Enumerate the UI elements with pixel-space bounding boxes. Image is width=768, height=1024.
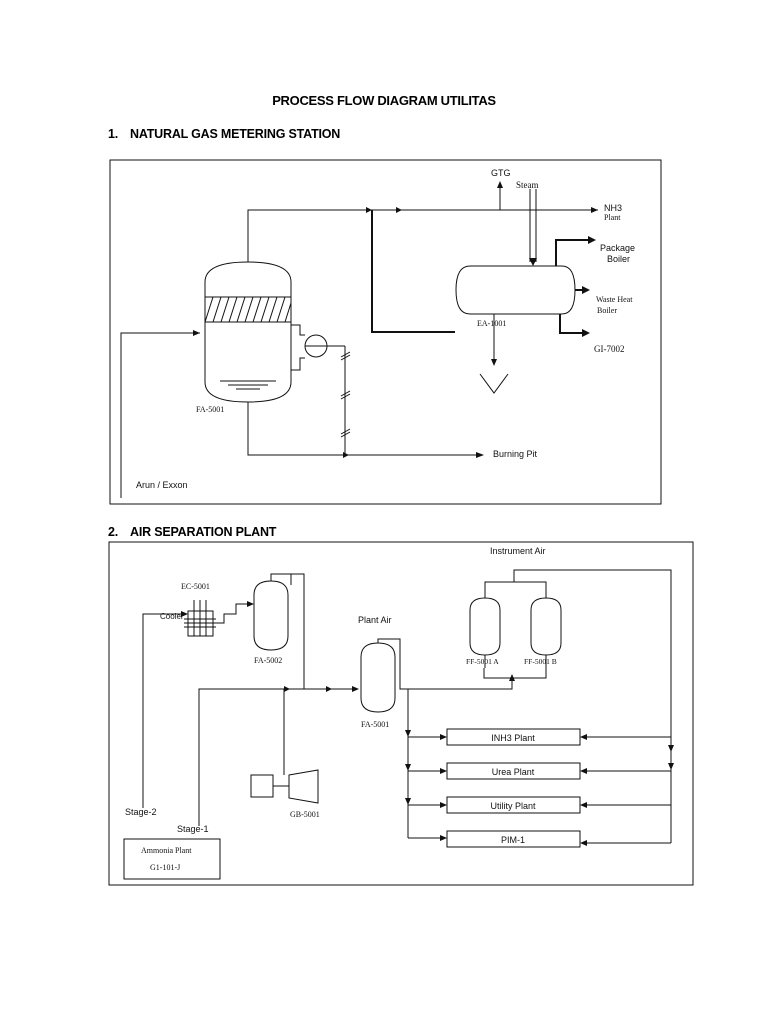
- package-boiler-label-1: Package: [600, 243, 635, 253]
- burning-pit-label: Burning Pit: [493, 449, 538, 459]
- nh3-plant-label-1: NH3: [604, 203, 622, 213]
- destination-utility-plant: Utility Plant: [408, 796, 671, 814]
- gi7002-line: [559, 314, 582, 334]
- waste-heat-label-1: Waste Heat: [596, 295, 633, 304]
- diagram-frame: [109, 159, 662, 505]
- instrument-air-label: Instrument Air: [490, 546, 546, 556]
- package-boiler-label-2: Boiler: [607, 254, 630, 264]
- waste-heat-label-2: Boiler: [597, 306, 617, 315]
- valve-marks: [340, 351, 351, 438]
- steam-label: Steam: [516, 180, 539, 190]
- gi7002-label: GI-7002: [594, 344, 625, 354]
- motor-box: [250, 774, 274, 798]
- gtg-label: GTG: [491, 168, 511, 178]
- ea1001-label: EA-1001: [477, 319, 506, 328]
- stage1-label: Stage-1: [177, 824, 209, 834]
- vessel-fa5001: [360, 638, 401, 713]
- arrow-head: [193, 330, 200, 336]
- drum-ea1001: [455, 265, 576, 315]
- section-heading-air-separation: 2. AIR SEPARATION PLANT: [108, 525, 276, 539]
- cooler-outlet-line: [213, 603, 249, 624]
- fa5002-label: FA-5002: [254, 656, 282, 665]
- burning-pit-line: [247, 402, 478, 456]
- dryer-ff5001a: [469, 597, 501, 668]
- ammonia-plant-tag: G1-101-J: [150, 863, 180, 872]
- fa5001-label: FA-5001: [361, 720, 389, 729]
- section-title: NATURAL GAS METERING STATION: [130, 127, 341, 141]
- destination-inh3-plant: INH3 Plant: [408, 728, 671, 746]
- ff5001b-label: FF-5001 B: [524, 657, 557, 666]
- source-label: Arun / Exxon: [136, 480, 188, 490]
- stage2-line: [142, 613, 182, 808]
- natural-gas-metering-diagram: FA-5001 EA-1001 GTG Steam N: [109, 159, 662, 505]
- separator-fa5001: [204, 261, 292, 403]
- plant-air-label: Plant Air: [358, 615, 392, 625]
- cooler-label: Cooler: [160, 612, 184, 621]
- dryer-ff5001b: [530, 597, 562, 668]
- level-gauge: [291, 324, 345, 371]
- gb5001-label: GB-5001: [290, 810, 320, 819]
- instrument-air-header: [484, 569, 672, 843]
- fa5001-label: FA-5001: [196, 405, 224, 414]
- ec5001-label: EC-5001: [181, 582, 210, 591]
- blower-gb5001: [288, 769, 319, 804]
- fa5002-outlet-line: [288, 573, 305, 689]
- vessel-fa5002: [253, 573, 292, 651]
- plant-air-outlet: [399, 655, 513, 690]
- destination-label: PIM-1: [501, 835, 525, 845]
- feed-line: [120, 332, 200, 498]
- ff5001a-label: FF-5001 A: [466, 657, 499, 666]
- bypass-line: [371, 210, 455, 333]
- section-number: 2.: [108, 525, 119, 539]
- cooler-ec5001: [184, 600, 216, 637]
- package-boiler-line: [555, 239, 590, 266]
- destination-label: Utility Plant: [490, 801, 536, 811]
- nh3-plant-label-2: Plant: [604, 213, 621, 222]
- section-title: AIR SEPARATION PLANT: [130, 525, 277, 539]
- gas-outlet-line: [247, 209, 598, 262]
- stage2-label: Stage-2: [125, 807, 157, 817]
- destination-label: Urea Plant: [492, 767, 535, 777]
- drain-symbol: [479, 373, 509, 394]
- ammonia-plant-label: Ammonia Plant: [141, 846, 192, 855]
- page-title: PROCESS FLOW DIAGRAM UTILITAS: [272, 93, 496, 108]
- destination-label: INH3 Plant: [491, 733, 535, 743]
- ammonia-plant-box: [123, 838, 221, 880]
- stage1-line: [198, 688, 353, 826]
- section-heading-natural-gas: 1. NATURAL GAS METERING STATION: [108, 127, 340, 141]
- section-number: 1.: [108, 127, 119, 141]
- diagram-frame: [108, 541, 694, 886]
- destination-pim1: PIM-1: [408, 830, 671, 848]
- destination-urea-plant: Urea Plant: [408, 762, 671, 780]
